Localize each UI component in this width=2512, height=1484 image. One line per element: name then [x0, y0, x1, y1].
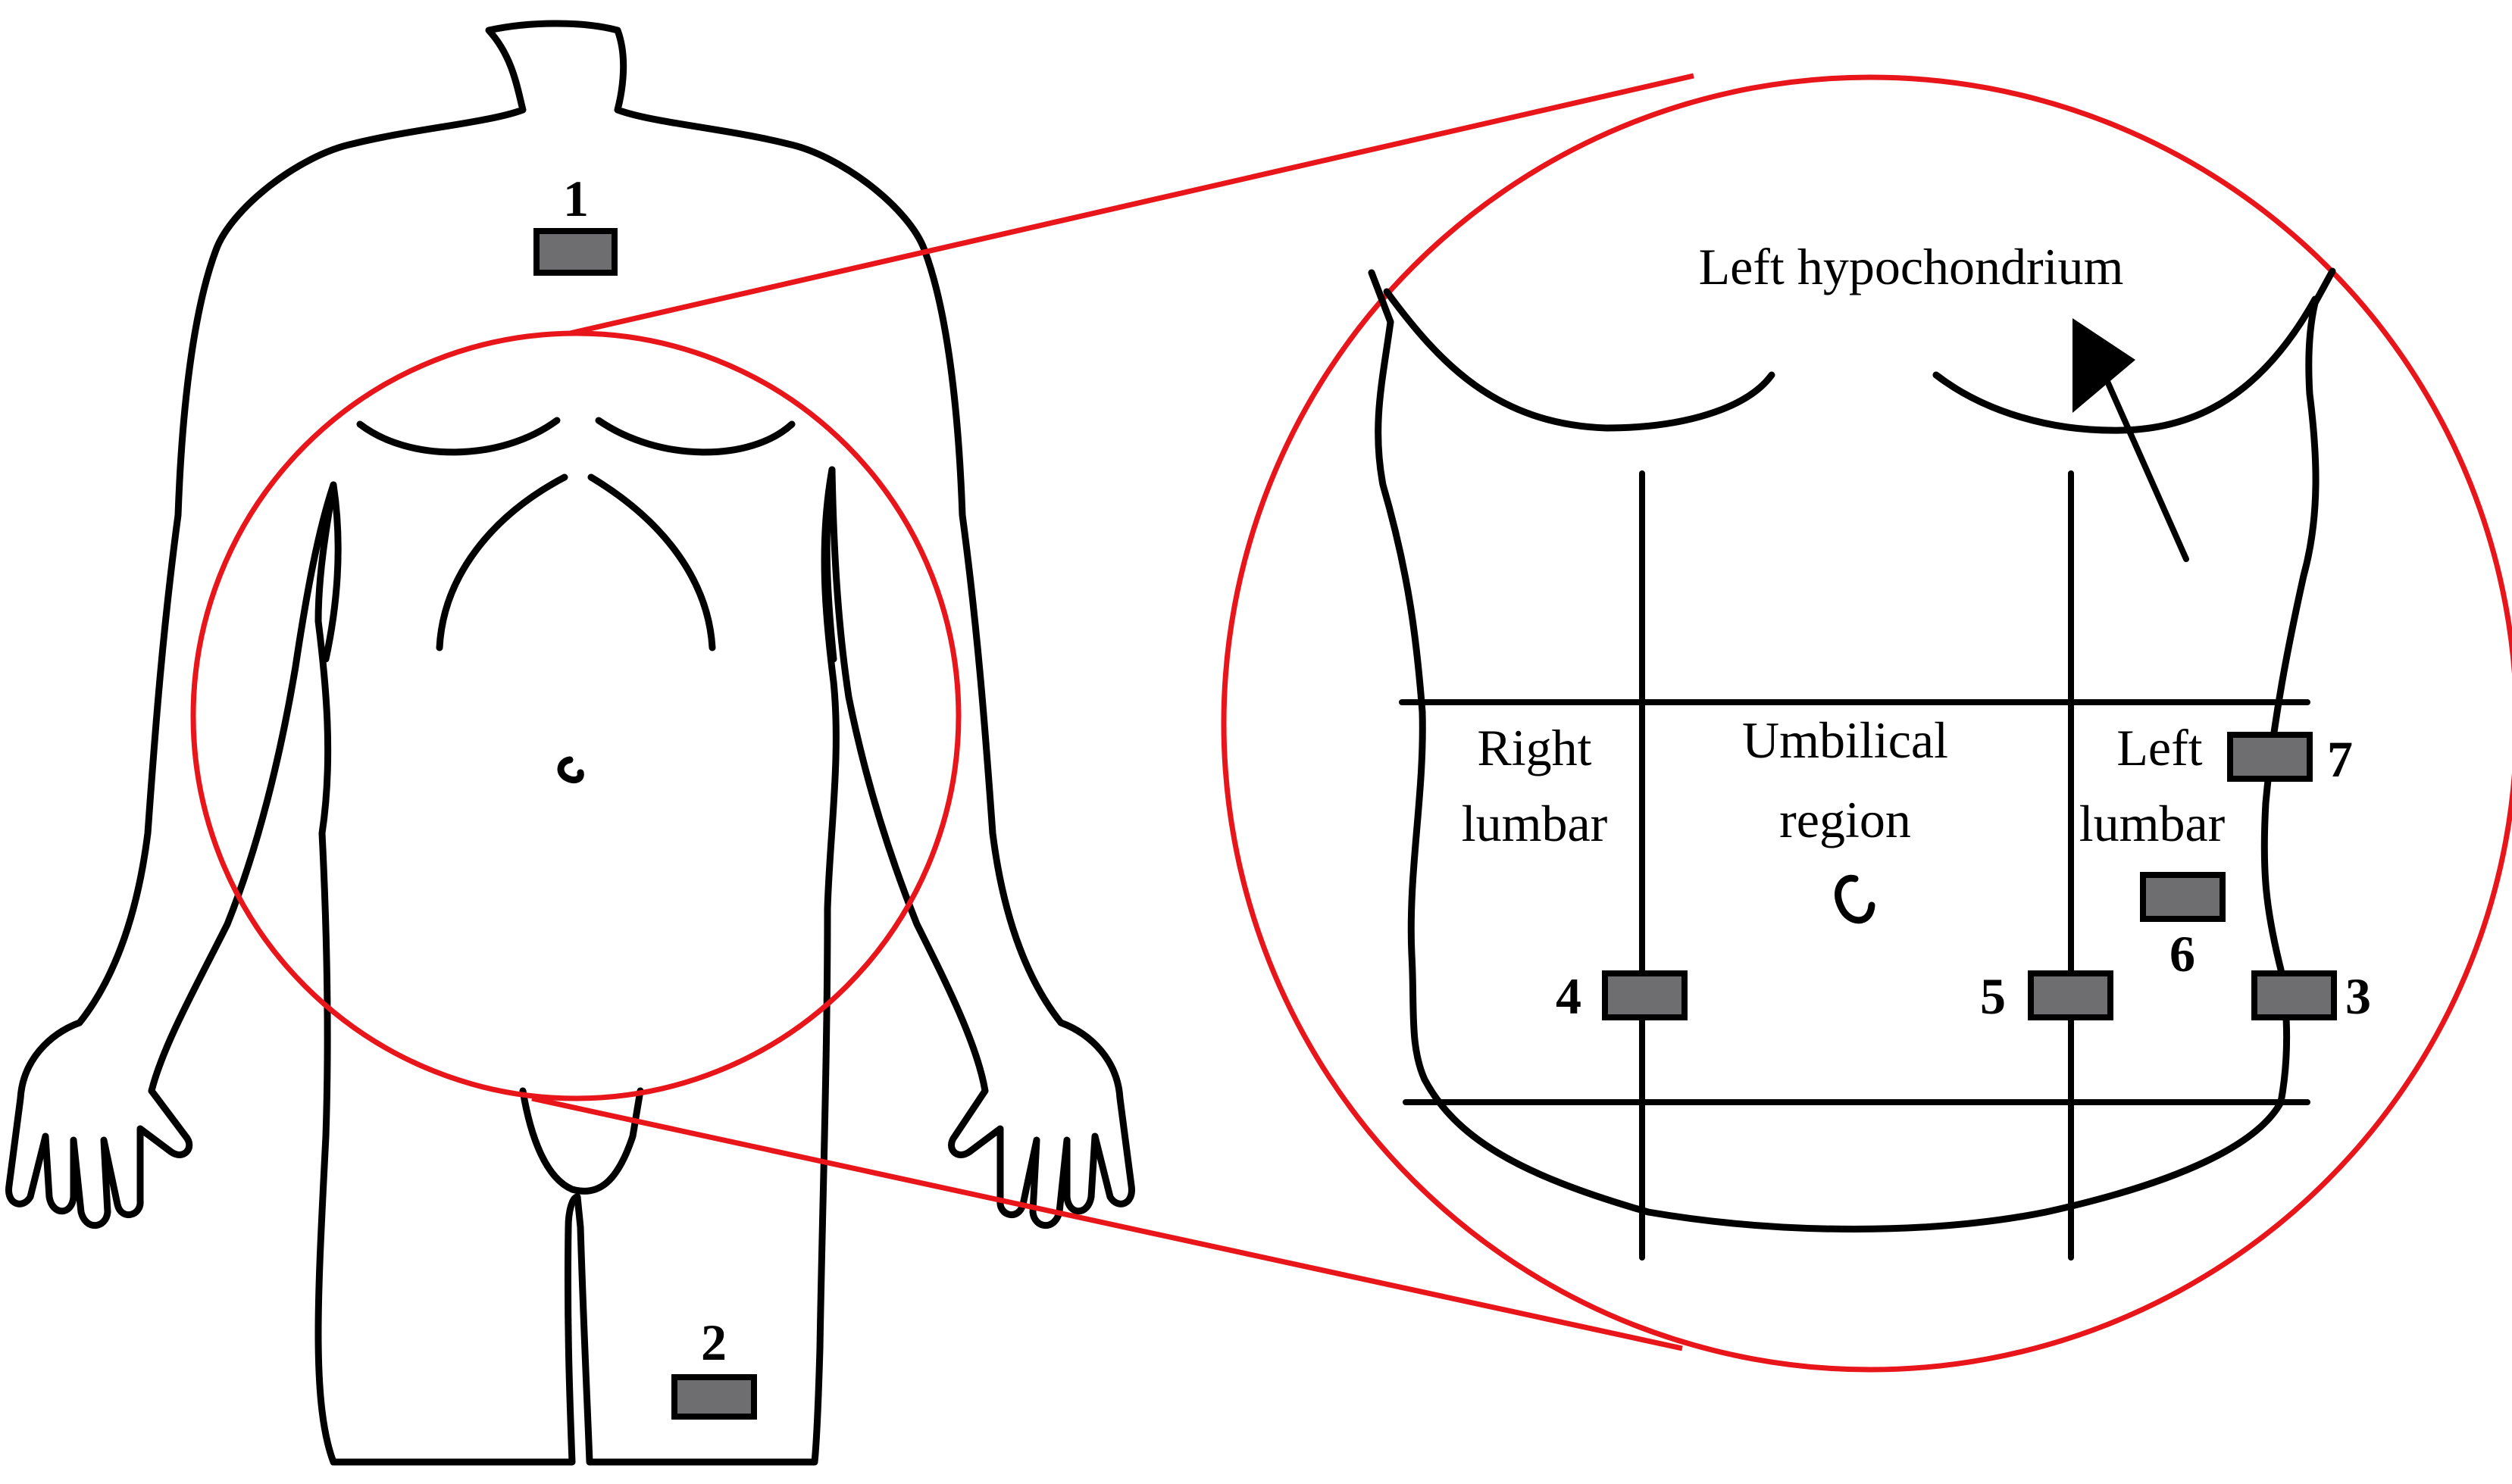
label-umbilical-line2: region — [1779, 791, 1911, 848]
zoomed-torso — [1368, 267, 2336, 1261]
label-left-lumbar-line2: lumbar — [2079, 795, 2226, 852]
region-labels: Left hypochondrium Right lumbar Umbilica… — [1462, 238, 2226, 852]
sensor-4 — [1602, 970, 1688, 1020]
sensor-2 — [671, 1374, 757, 1420]
sensor-1 — [533, 228, 618, 276]
large-zoom-circle — [1221, 74, 2512, 1373]
left-rib-arch — [436, 473, 568, 651]
magnification — [190, 73, 2512, 1373]
arrow-shaft — [2100, 368, 2189, 562]
left-chest-line — [356, 417, 561, 456]
label-umbilical-line1: Umbilical — [1742, 711, 1948, 769]
sensor-2-label: 2 — [701, 1314, 727, 1371]
left-inner-arm-line — [322, 481, 342, 663]
navel — [557, 756, 584, 784]
label-left-lumbar-line1: Left — [2116, 719, 2202, 776]
sensor-1-label: 1 — [563, 170, 589, 227]
right-rib-arch — [587, 473, 716, 651]
sensor-7-label: 7 — [2327, 730, 2353, 788]
arrow-head — [2072, 318, 2135, 413]
sensor-6 — [2140, 872, 2226, 922]
label-left-hypochondrium: Left hypochondrium — [1699, 238, 2124, 295]
zoom-right-rib-arch — [1932, 295, 2319, 434]
right-chest-line — [595, 417, 796, 456]
label-right-lumbar-line2: lumbar — [1462, 795, 1608, 852]
body-outline — [5, 20, 1135, 1466]
label-right-lumbar-line1: Right — [1477, 719, 1591, 776]
right-inner-arm-line — [823, 466, 837, 663]
torso-left-edge — [1375, 299, 2320, 1233]
sensor-3-label: 3 — [2345, 967, 2371, 1025]
zoom-line-bottom — [531, 1095, 1683, 1351]
sensor-5 — [2028, 970, 2113, 1020]
torso-left-shoulder-tick — [1368, 269, 1394, 326]
sensor-3 — [2251, 970, 2337, 1020]
zoom-left-rib-arch — [1383, 288, 1775, 432]
small-highlight-circle — [190, 330, 962, 1101]
sensor-4-label: 4 — [1556, 967, 1581, 1025]
sensor-7 — [2227, 732, 2313, 782]
sensor-6-label: 6 — [2169, 925, 2195, 983]
sensor-5-label: 5 — [1980, 967, 2006, 1025]
sensors: 1 2 3 4 5 6 7 — [533, 170, 2371, 1420]
hypochondrium-arrow — [2072, 318, 2189, 562]
zoom-navel — [1835, 874, 1875, 924]
groin-line — [519, 1087, 644, 1195]
body-figure — [5, 20, 1135, 1466]
zoom-line-top — [569, 73, 1694, 336]
